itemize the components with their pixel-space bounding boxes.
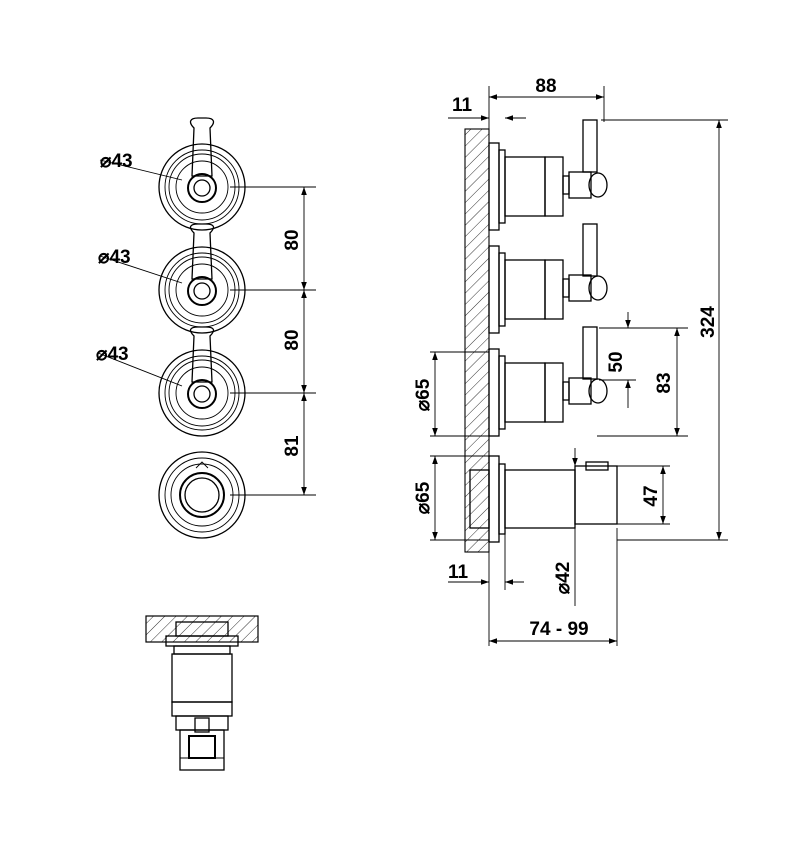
side-valve-1: [488, 119, 608, 231]
side-dia-65-upper-label: ⌀65: [413, 378, 434, 411]
front-handle-3: [158, 326, 246, 437]
plan-wall-section: [145, 615, 259, 643]
front-spacing-label-1: 80: [282, 229, 303, 250]
front-view: ⌀43 ⌀43 ⌀43 80 80 81: [96, 117, 316, 539]
front-diameter-leaders: [97, 159, 183, 387]
side-dimension-lines: [432, 94, 722, 644]
side-lever-height-label: 50: [606, 351, 627, 372]
side-valve-3: [488, 326, 608, 437]
front-dia-label-1: ⌀43: [100, 151, 133, 172]
front-dia-label-2: ⌀43: [98, 247, 131, 268]
side-wall-section: [464, 128, 490, 553]
side-knob-height-label: 47: [641, 485, 662, 506]
side-extension-lines: [430, 86, 728, 646]
side-knob: [469, 455, 618, 543]
side-depth-range-label: 74 - 99: [529, 619, 588, 640]
front-handle-2: [158, 223, 246, 334]
side-wall-top-label: 11: [452, 95, 473, 116]
side-view: 88 11 324 50 83 ⌀65 ⌀65 47 ⌀42 11 74 - 9…: [413, 76, 728, 646]
side-dia-42-label: ⌀42: [553, 562, 574, 595]
side-dia-65-lower-label: ⌀65: [413, 481, 434, 514]
side-depth-top-label: 88: [535, 76, 556, 97]
front-extension-lines: [230, 186, 316, 496]
front-spacing-label-2: 80: [282, 329, 303, 350]
front-handle-1: [158, 117, 246, 231]
side-total-height-label: 324: [698, 306, 719, 338]
side-valve-2: [488, 223, 608, 334]
front-dia-label-3: ⌀43: [96, 344, 129, 365]
side-lever-span-label: 83: [654, 372, 675, 393]
side-wall-bottom-label: 11: [448, 562, 469, 583]
plan-view: [145, 615, 259, 771]
front-spacing-label-3: 81: [282, 435, 303, 457]
